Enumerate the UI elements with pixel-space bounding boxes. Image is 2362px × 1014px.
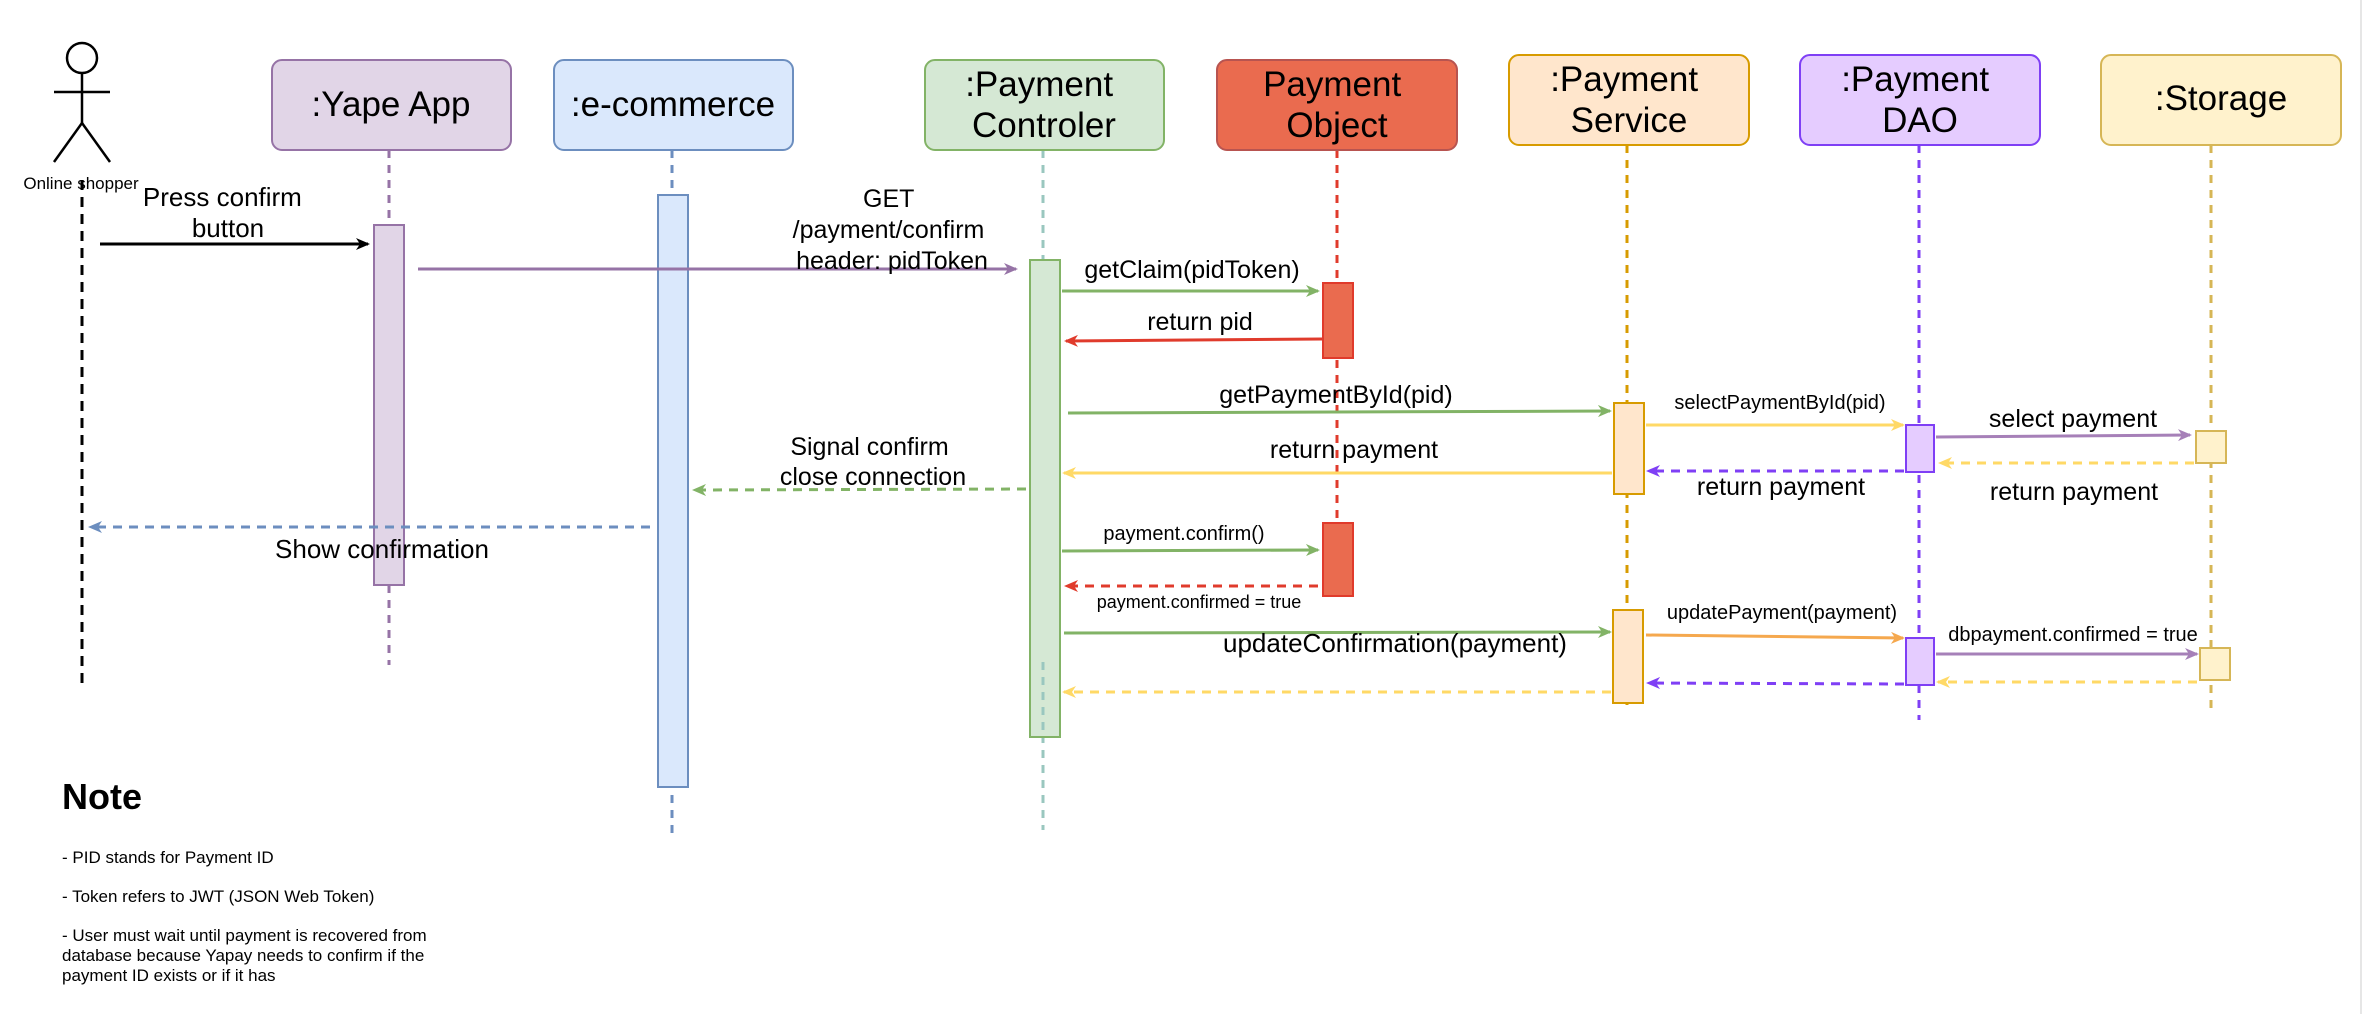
- activation-storage-2: [2199, 647, 2231, 681]
- message-show-confirmation-label: Show confirmation: [275, 534, 489, 564]
- message-get-confirm-label-line2: /payment/confirm: [793, 216, 985, 244]
- participant-payment-dao: :Payment DAO: [1799, 54, 2041, 146]
- participant-payment-object: Payment Object: [1216, 59, 1458, 151]
- message-select-payment-arrow: [1935, 429, 2192, 442]
- message-payment-confirmed-label: payment.confirmed = true: [1097, 592, 1302, 612]
- participant-label-line1: :Payment: [965, 65, 1113, 104]
- message-signal-confirm-label-line2: close connection: [780, 463, 966, 491]
- participant-label-line2: Service: [1571, 101, 1688, 140]
- participant-storage: :Storage: [2100, 54, 2342, 146]
- message-dbpayment-confirmed-label: dbpayment.confirmed = true: [1948, 624, 2198, 646]
- message-return-payment-storage-label: return payment: [1990, 478, 2158, 506]
- activation-payment-object-2: [1322, 522, 1354, 597]
- participant-label-line2: DAO: [1882, 101, 1958, 140]
- actor-head-icon: [65, 41, 99, 75]
- activation-payment-dao-1: [1905, 424, 1935, 473]
- participant-label-line1: Payment: [1263, 65, 1401, 104]
- message-selectpaymentbyid-label: selectPaymentById(pid): [1674, 392, 1885, 414]
- message-get-confirm-label-line3: header: pidToken: [796, 247, 988, 275]
- participant-label: :Yape App: [312, 85, 471, 124]
- message-press-confirm-label-line1: Press confirm: [143, 182, 302, 212]
- svg-text:GET /payment/confirm h: GET /payment/confirm header: pidToken: [793, 185, 992, 275]
- svg-text:Signal confirm close conne: Signal confirm close connection: [780, 433, 966, 491]
- svg-text::Payment Controler: :Payment Controler: [965, 65, 1123, 145]
- note-item-token: - Token refers to JWT (JSON Web Token): [62, 887, 375, 906]
- message-return-pid-label: return pid: [1147, 308, 1253, 336]
- participant-label: :e-commerce: [571, 85, 775, 124]
- activation-storage-1: [2195, 430, 2227, 464]
- svg-text::Payment Service: :Payment Service: [1550, 60, 1708, 140]
- message-getpaymentbyid-label: getPaymentById(pid): [1219, 381, 1452, 409]
- participant-label: :Storage: [2155, 79, 2287, 118]
- activation-payment-service-1: [1613, 402, 1645, 495]
- svg-text::Payment DAO: :Payment DAO: [1841, 60, 1999, 140]
- message-updateconfirmation-arrow: [1063, 626, 1612, 639]
- actor-online-shopper: Online shopper: [23, 41, 139, 193]
- message-updatepayment-arrow: [1645, 631, 1905, 644]
- svg-text:Payment Object: Payment Object: [1263, 65, 1411, 145]
- note-title: Note: [62, 776, 142, 817]
- message-return-payment-dao-label: return payment: [1697, 473, 1865, 501]
- actor-label: Online shopper: [23, 174, 139, 193]
- activation-e-commerce: [657, 194, 689, 788]
- message-getclaim-label: getClaim(pidToken): [1084, 256, 1299, 284]
- message-payment-confirm-arrow: [1061, 544, 1320, 557]
- svg-text:Press confirm button: Press confirm button: [143, 182, 309, 243]
- message-return-payment-service-label: return payment: [1270, 436, 1438, 464]
- participant-label-line2: Object: [1286, 106, 1387, 145]
- canvas-edge: [2360, 0, 2362, 1014]
- participant-label-line1: :Payment: [1841, 60, 1989, 99]
- participant-label-line2: Controler: [972, 106, 1116, 145]
- message-signal-confirm-arrow: [692, 483, 1027, 496]
- participant-payment-service: :Payment Service: [1508, 54, 1750, 146]
- message-getpaymentbyid-arrow: [1067, 405, 1612, 418]
- message-updateconfirmation-label: updateConfirmation(payment): [1223, 628, 1567, 658]
- message-return-dao-2-arrow: [1646, 677, 1905, 690]
- message-signal-confirm-label-line1: Signal confirm: [790, 433, 948, 461]
- activation-payment-controler: [1029, 259, 1061, 738]
- activation-payment-service-2: [1612, 609, 1644, 704]
- participant-label-line1: :Payment: [1550, 60, 1698, 99]
- message-return-pid-arrow: [1064, 334, 1323, 347]
- participant-e-commerce: :e-commerce: [553, 59, 794, 151]
- participant-yape-app: :Yape App: [271, 59, 512, 151]
- message-updatepayment-label: updatePayment(payment): [1667, 602, 1897, 624]
- note-item-pid: - PID stands for Payment ID: [62, 848, 274, 867]
- participant-payment-controler: :Payment Controler: [924, 59, 1165, 151]
- message-get-confirm-label-line1: GET: [863, 185, 914, 213]
- activation-yape-app: [373, 224, 405, 586]
- message-select-payment-label: select payment: [1989, 405, 2157, 433]
- activation-payment-object-1: [1322, 282, 1354, 359]
- message-payment-confirm-label: payment.confirm(): [1103, 523, 1264, 545]
- note-item-wait: - User must wait until payment is recove…: [62, 926, 427, 985]
- activation-payment-dao-2: [1905, 637, 1935, 686]
- message-press-confirm-label-line2: button: [192, 213, 264, 243]
